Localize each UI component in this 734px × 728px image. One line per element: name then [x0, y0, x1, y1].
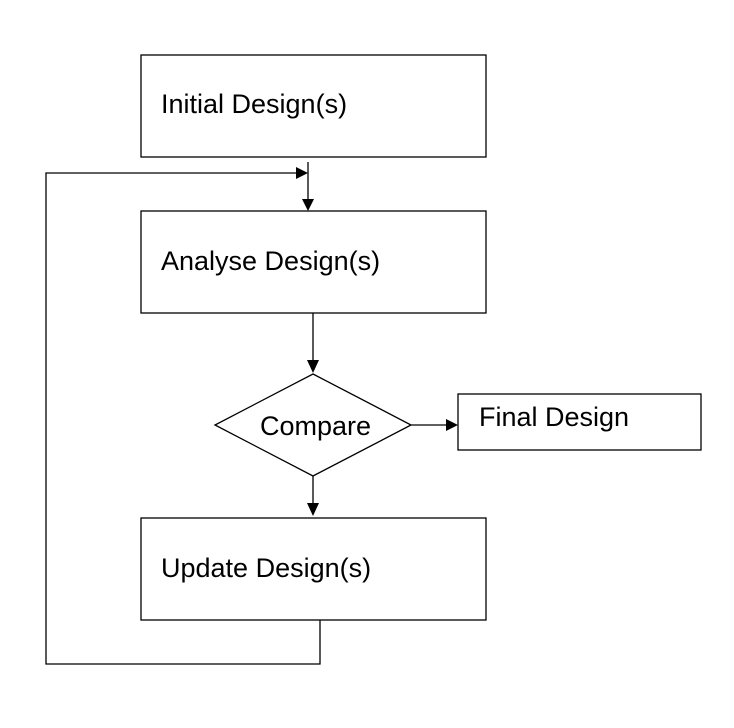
node-compare-label: Compare [260, 411, 371, 441]
node-analyse-design: Analyse Design(s) [140, 210, 487, 314]
node-update-design: Update Design(s) [140, 517, 487, 621]
arrow-initial-to-analyse [302, 162, 314, 211]
arrowhead-down-icon [307, 503, 319, 516]
arrow-analyse-to-compare [307, 313, 319, 373]
arrowhead-right-icon [296, 167, 308, 179]
arrowhead-down-icon [307, 360, 319, 373]
arrow-compare-to-final [411, 419, 458, 431]
node-final-box [457, 393, 702, 451]
node-initial-design: Initial Design(s) [140, 54, 487, 158]
node-update-label: Update Design(s) [161, 553, 371, 583]
node-compare-decision: Compare [213, 373, 413, 477]
node-initial-box [140, 54, 487, 158]
node-final-label: Final Design [479, 402, 629, 432]
node-final-design: Final Design [457, 393, 702, 451]
node-analyse-label: Analyse Design(s) [161, 246, 380, 276]
arrowhead-down-icon [302, 199, 314, 211]
arrowhead-right-icon [446, 419, 458, 431]
node-analyse-box [140, 210, 487, 314]
node-initial-label: Initial Design(s) [161, 89, 347, 119]
node-update-box [140, 517, 487, 621]
feedback-loop-connector [45, 167, 321, 665]
arrow-compare-to-update [307, 476, 319, 516]
